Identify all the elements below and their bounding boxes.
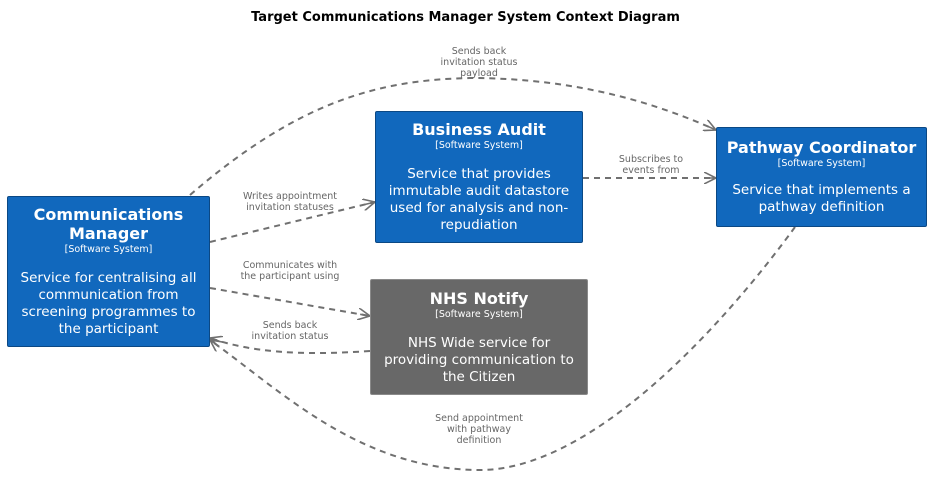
node-type: [Software System] bbox=[435, 140, 523, 151]
node-type: [Software System] bbox=[64, 244, 153, 255]
edge-label-audit-pathway: Subscribes to events from bbox=[618, 154, 684, 176]
node-description: Service that implements a pathway defini… bbox=[732, 182, 911, 215]
node-description: Service for centralising all communicati… bbox=[20, 270, 197, 337]
edge-comms-pathway bbox=[189, 76, 716, 196]
node-type: [Software System] bbox=[777, 158, 866, 169]
edge-pathway-comms bbox=[210, 226, 796, 472]
edge-label-pathway-comms: Send appointment with pathway definition bbox=[435, 413, 523, 446]
edge-comms-notify bbox=[209, 287, 370, 316]
edge-notify-comms bbox=[210, 338, 371, 355]
edge-label-comms-notify: Communicates with the participant using bbox=[240, 260, 340, 282]
node-name: NHS Notify bbox=[429, 288, 529, 308]
node-pathway-coordinator[interactable]: Pathway Coordinator [Software System] Se… bbox=[716, 127, 927, 227]
diagram-title: Target Communications Manager System Con… bbox=[251, 10, 680, 25]
edge-label-comms-audit: Writes appointment invitation statuses bbox=[243, 191, 337, 213]
node-type: [Software System] bbox=[435, 308, 523, 320]
node-name: Communications Manager bbox=[33, 205, 184, 243]
node-communications-manager[interactable]: Communications Manager [Software System]… bbox=[7, 196, 210, 347]
node-name: Pathway Coordinator bbox=[726, 138, 917, 157]
node-nhs-notify[interactable]: NHS Notify [Software System] NHS Wide se… bbox=[370, 279, 588, 395]
edge-label-comms-pathway: Sends back invitation status payload bbox=[440, 46, 518, 79]
node-business-audit[interactable]: Business Audit [Software System] Service… bbox=[375, 111, 583, 243]
node-name: Business Audit bbox=[412, 120, 546, 139]
node-description: NHS Wide service for providing communica… bbox=[384, 334, 574, 385]
node-description: Service that provides immutable audit da… bbox=[388, 166, 570, 233]
edge-label-notify-comms: Sends back invitation status bbox=[251, 320, 329, 342]
